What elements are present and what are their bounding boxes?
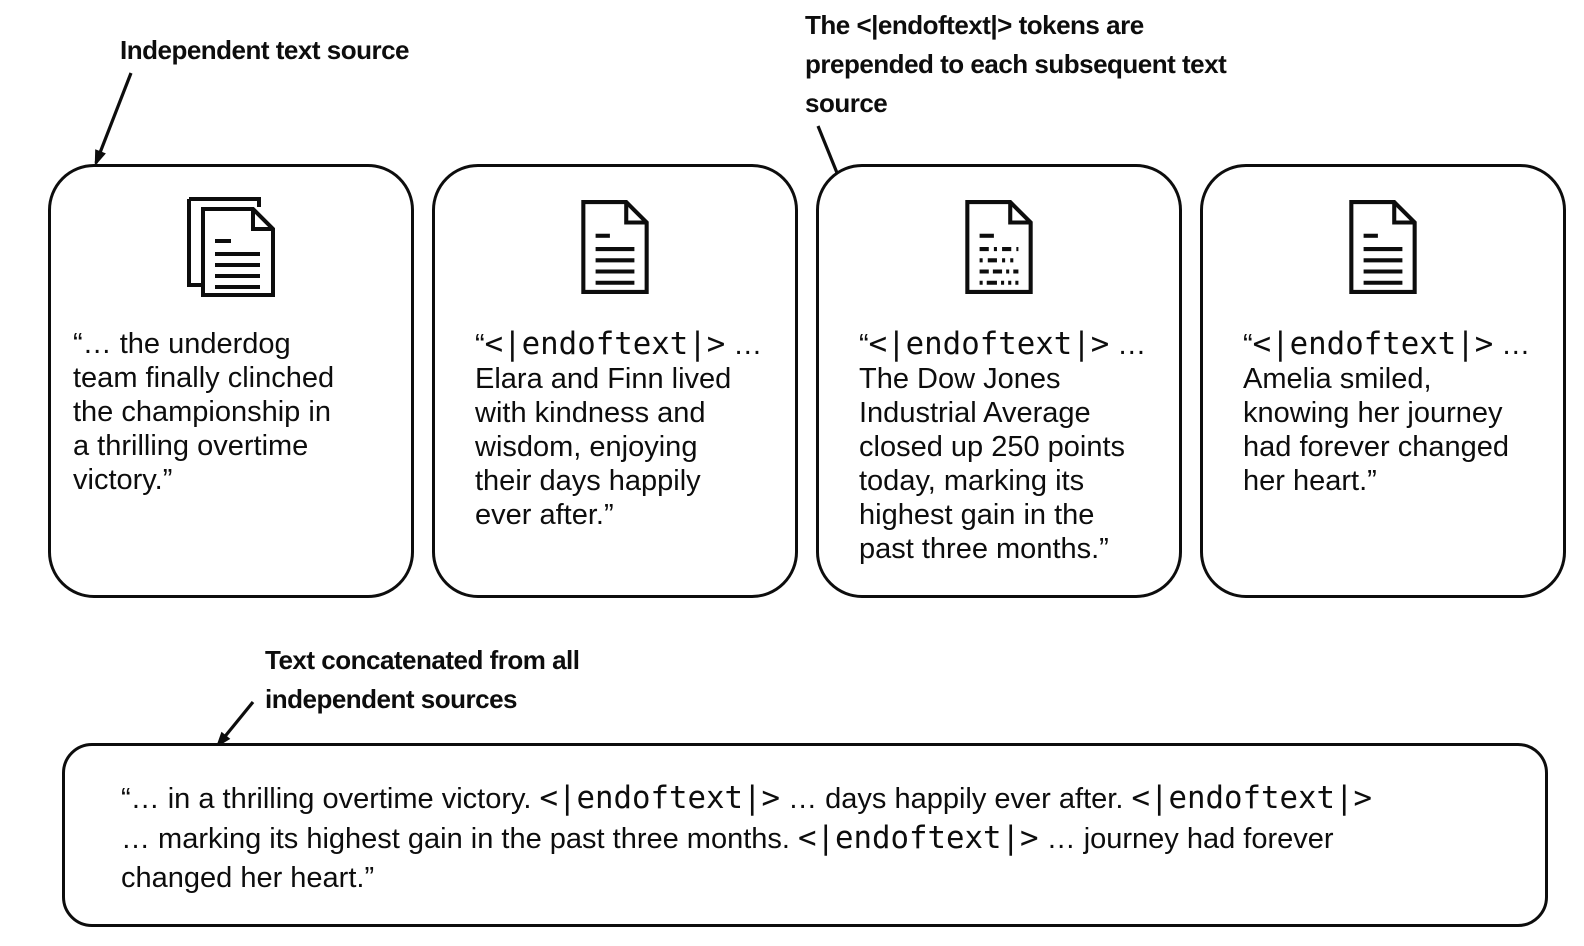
concatenated-text-box: “… in a thrilling overtime victory. <|en…	[62, 743, 1548, 927]
source-card-text: “<|endoftext|> … The Dow Jones Industria…	[859, 326, 1147, 565]
text-source-card-2: “<|endoftext|> … Elara and Finn lived wi…	[432, 164, 798, 598]
text-source-card-1: “… the underdog team finally clinched th…	[48, 164, 414, 598]
text-source-card-4: “<|endoftext|> … Amelia smiled, knowing …	[1200, 164, 1566, 598]
independent-source-arrow	[94, 72, 133, 163]
source-card-text: “<|endoftext|> … Elara and Finn lived wi…	[475, 326, 763, 531]
document-dashed-icon	[965, 200, 1033, 294]
document-icon	[1349, 200, 1417, 294]
source-card-text: “<|endoftext|> … Amelia smiled, knowing …	[1243, 326, 1531, 497]
endoftext-note-label: The <|endoftext|> tokens are prepended t…	[805, 10, 1227, 118]
concatenated-note-arrow	[218, 700, 255, 745]
source-cards-row: “… the underdog team finally clinched th…	[48, 164, 1566, 598]
document-icon	[581, 200, 649, 294]
source-card-text: “… the underdog team finally clinched th…	[73, 328, 335, 496]
text-source-card-3: “<|endoftext|> … The Dow Jones Industria…	[816, 164, 1182, 598]
document-stack-icon	[187, 197, 275, 297]
concatenated-note-label: Text concatenated from all independent s…	[265, 645, 580, 714]
independent-source-label: Independent text source	[120, 35, 410, 65]
concatenated-text: “… in a thrilling overtime victory. <|en…	[121, 780, 1372, 894]
